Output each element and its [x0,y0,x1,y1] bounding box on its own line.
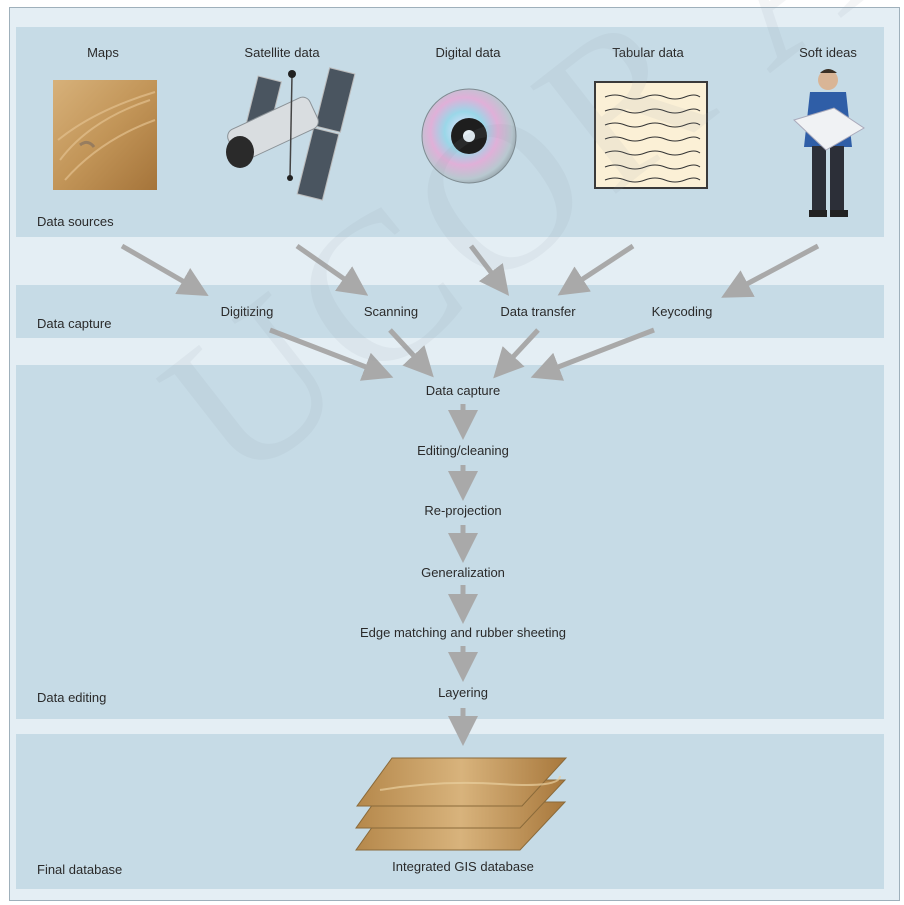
arrow-maps-to-digitizing [120,243,209,296]
label-data-editing: Data editing [37,690,107,705]
step-edge-matching: Edge matching and rubber sheeting [360,625,566,640]
method-keycoding: Keycoding [651,304,713,319]
arrow-transfer-to-capture [493,328,540,379]
layered-database-icon [355,757,568,851]
method-digitizing: Digitizing [220,304,274,319]
step-generalization: Generalization [421,565,505,580]
arrow-scanning-to-capture [388,328,434,378]
satellite-icon [226,67,356,201]
label-data-capture: Data capture [37,316,112,331]
step-editing-cleaning: Editing/cleaning [417,443,509,458]
source-title-tabular: Tabular data [612,45,684,60]
arrow-digitizing-to-capture [269,327,394,381]
step-reprojection: Re-projection [424,503,502,518]
digital-disc-icon [421,88,517,184]
method-scanning: Scanning [363,304,419,319]
label-data-sources: Data sources [37,214,114,229]
source-title-satellite: Satellite data [244,45,320,60]
arrow-keycoding-to-capture [530,327,655,381]
step-layering: Layering [438,685,488,700]
source-title-maps: Maps [87,45,119,60]
arrow-digital-to-transfer [469,244,510,296]
tabular-sheet-icon [594,81,708,189]
source-title-soft: Soft ideas [799,45,857,60]
step-data-capture: Data capture [425,383,501,398]
output-gis-database: Integrated GIS database [392,859,534,874]
person-icon [793,69,865,217]
source-title-digital: Digital data [435,45,501,60]
map-image-icon [53,80,157,190]
arrow-tabular-to-transfer [557,243,635,296]
label-final-database: Final database [37,862,123,877]
arrow-soft-to-keycoding [721,243,820,298]
arrow-satellite-to-scanning [295,243,369,296]
method-data-transfer: Data transfer [500,304,576,319]
